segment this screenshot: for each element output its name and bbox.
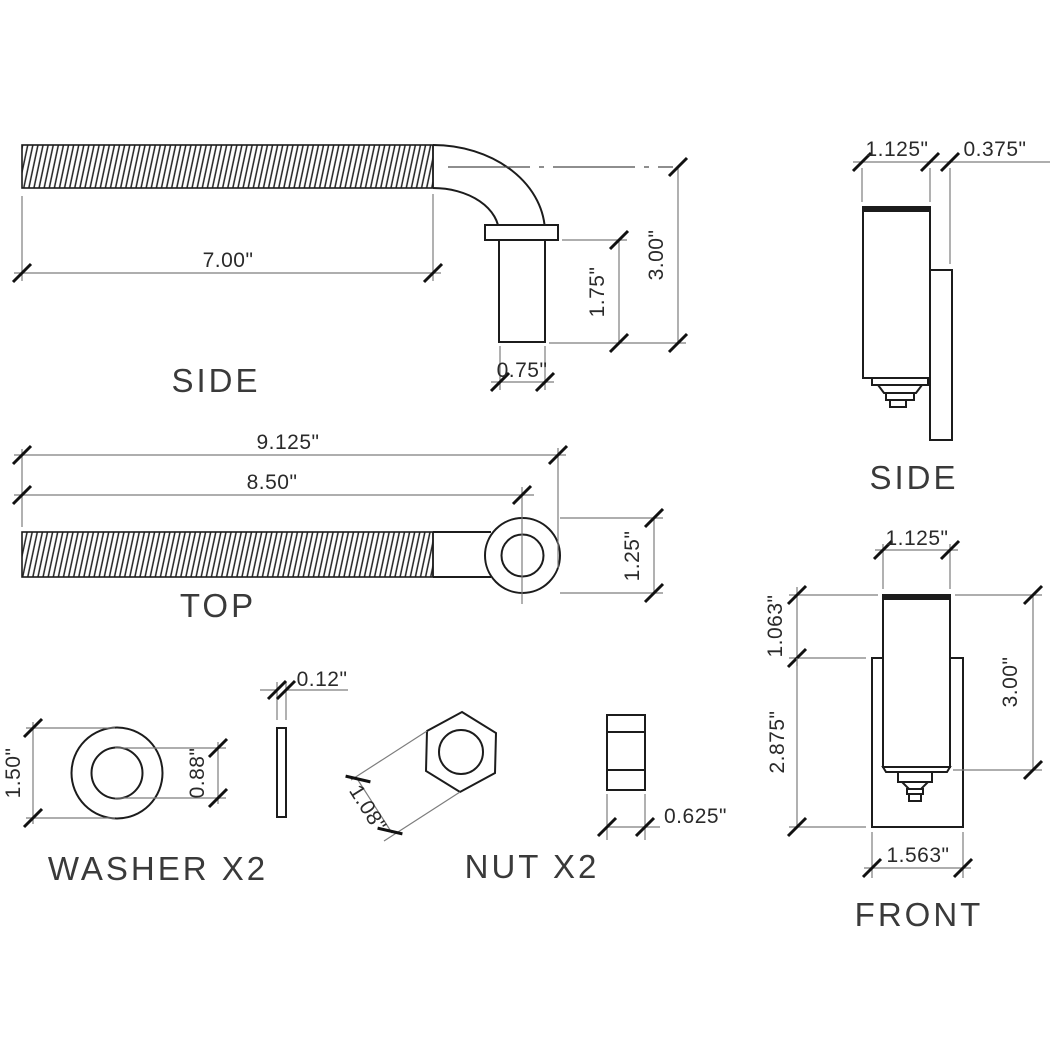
dim-bodyh-3in: 3.00" bbox=[953, 584, 1044, 781]
dim-text: 0.625" bbox=[664, 805, 727, 828]
part-label-nut: NUT X2 bbox=[465, 848, 600, 885]
view-label-side: SIDE bbox=[171, 362, 260, 399]
backplate-side bbox=[929, 269, 953, 441]
view-hook-top: 9.125" 8.50" 1.25" TOP bbox=[11, 431, 665, 624]
view-fixture-front: 1.125" 3.00" 1.063" 2.875" 1.56 bbox=[764, 527, 1044, 933]
dim-length-7in: 7.00" bbox=[11, 194, 444, 284]
nut-edge-view bbox=[606, 714, 646, 791]
dim-text: 3.00" bbox=[999, 657, 1022, 708]
view-fixture-side: 1.125" 0.375" SIDE bbox=[851, 138, 1050, 496]
dim-text: 9.125" bbox=[256, 431, 319, 454]
nut-hole bbox=[438, 729, 484, 775]
dim-text: 0.12" bbox=[297, 668, 348, 691]
dim-text: 8.50" bbox=[247, 471, 298, 494]
dim-washer-thk-012in: 0.12" bbox=[260, 668, 348, 720]
dim-body-1125in: 1.125" 0.375" bbox=[851, 138, 1050, 264]
dim-text: 2.875" bbox=[766, 710, 789, 773]
flange bbox=[484, 224, 559, 241]
bottom-cap bbox=[881, 766, 952, 773]
dim-plateh-2875in: 2.875" bbox=[766, 658, 866, 838]
dim-above-1063in: 1.063" bbox=[764, 584, 878, 669]
view-label-front: FRONT bbox=[855, 896, 984, 933]
dim-text: 0.375" bbox=[963, 138, 1026, 161]
threaded-rod-top bbox=[21, 531, 434, 578]
stem-tube bbox=[498, 239, 546, 343]
dim-drop-175in: 1.75" bbox=[549, 229, 686, 354]
dim-height-3in: 3.00" bbox=[645, 156, 689, 354]
finial-nub bbox=[908, 793, 922, 802]
dim-bodyw-1125in: 1.125" bbox=[872, 527, 961, 589]
dim-nut-thk-0625in: 0.625" bbox=[596, 794, 727, 840]
dim-text: 7.00" bbox=[203, 249, 254, 272]
elbow-outer-arc bbox=[432, 144, 546, 234]
dim-text: 1.75" bbox=[586, 267, 609, 318]
dim-tocenter-85in: 8.50" bbox=[11, 471, 534, 604]
view-label-top: TOP bbox=[180, 587, 256, 624]
bottom-flange bbox=[871, 377, 929, 386]
finial-step bbox=[885, 392, 915, 401]
dim-text: 1.25" bbox=[621, 531, 644, 582]
dim-text: 3.00" bbox=[645, 230, 668, 281]
dim-overall-9125in: 9.125" bbox=[11, 431, 569, 568]
dim-text: 1.50" bbox=[2, 748, 25, 799]
view-washer: 1.50" 0.88" 0.12" WASHER X2 bbox=[2, 668, 348, 887]
dim-text: 1.063" bbox=[764, 594, 787, 657]
dim-eye-125in: 1.25" bbox=[560, 507, 665, 604]
washer-edge-view bbox=[276, 727, 287, 818]
finial-nub bbox=[889, 399, 907, 408]
view-nut: 1.08" 0.625" NUT X2 bbox=[344, 710, 727, 885]
view-hook-side: 7.00" 1.75" 3.00" 0.75" SIDE bbox=[11, 144, 689, 399]
body-side bbox=[862, 206, 931, 379]
dim-platew-1563in: 1.563" bbox=[861, 832, 974, 879]
washer-hole bbox=[90, 746, 144, 800]
part-label-washer: WASHER X2 bbox=[48, 850, 268, 887]
body-front bbox=[882, 594, 951, 768]
dim-text: 1.125" bbox=[865, 138, 928, 161]
dim-washer-id-088in: 0.88" bbox=[115, 737, 229, 809]
dim-text: 1.563" bbox=[886, 844, 949, 867]
dim-text: 0.88" bbox=[186, 748, 209, 799]
dim-text: 0.75" bbox=[497, 359, 548, 382]
threaded-rod-side bbox=[21, 144, 434, 189]
finial-base bbox=[897, 771, 933, 783]
dim-text: 1.08" bbox=[344, 781, 390, 836]
finial-taper bbox=[876, 384, 924, 394]
dim-washer-od-150in: 1.50" bbox=[2, 717, 115, 829]
dim-text: 1.125" bbox=[885, 527, 948, 550]
view-label-fixture-side: SIDE bbox=[869, 459, 958, 496]
dim-dia-075in: 0.75" bbox=[489, 346, 556, 393]
